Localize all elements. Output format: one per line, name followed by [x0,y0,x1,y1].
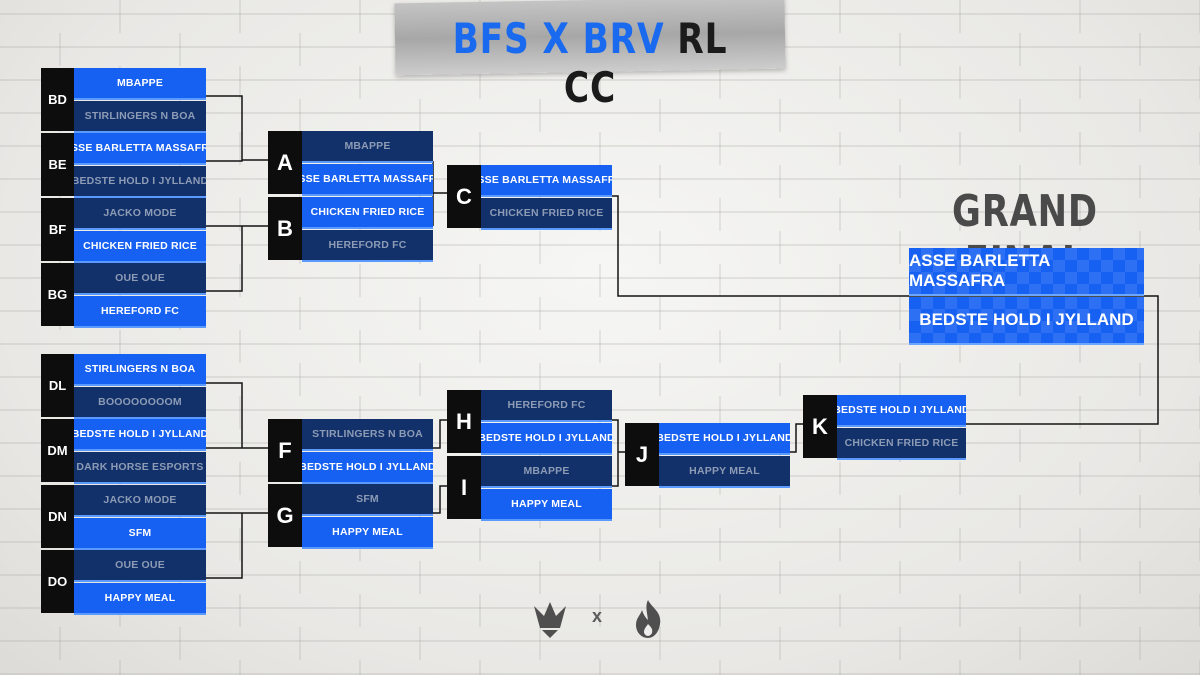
match-do: DO OUE OUE HAPPY MEAL [41,550,206,615]
match-be: BE ASSE BARLETTA MASSAFRA BEDSTE HOLD I … [41,133,206,198]
team-slot-top: JACKO MODE [74,198,206,230]
team-slot-top: BEDSTE HOLD I JYLLAND [74,419,206,451]
team-slot-bottom: STIRLINGERS N BOA [74,101,206,133]
team-slot-bottom: HAPPY MEAL [302,517,433,549]
match-tag: I [447,456,481,519]
connector-g-i [433,485,447,514]
match-bd: BD MBAPPE STIRLINGERS N BOA [41,68,206,133]
connector-j-k [790,423,803,453]
team-slot-bottom: BEDSTE HOLD I JYLLAND [302,452,433,484]
team-slot-bottom: CHICKEN FRIED RICE [837,428,966,460]
team-slot-bottom: BEDSTE HOLD I JYLLAND [481,423,612,455]
team-slot-top: ASSE BARLETTA MASSAFRA [481,165,612,197]
title-part-dark: RL CC [563,14,728,112]
connector-f-h [433,419,447,449]
team-slot-top: BEDSTE HOLD I JYLLAND [837,395,966,427]
match-f: F STIRLINGERS N BOA BEDSTE HOLD I JYLLAN… [268,419,433,484]
match-tag: BG [41,263,74,326]
connector-bf-bg-b [206,225,268,292]
team-slot-bottom: SFM [74,518,206,550]
team-slot-bottom: BOOOOOOOOM [74,387,206,419]
match-tag: DO [41,550,74,613]
match-dl: DL STIRLINGERS N BOA BOOOOOOOOM [41,354,206,419]
team-slot-bottom: HAPPY MEAL [659,456,790,488]
team-slot-top: MBAPPE [74,68,206,100]
team-slot-top: OUE OUE [74,263,206,295]
match-c: C ASSE BARLETTA MASSAFRA CHICKEN FRIED R… [447,165,612,230]
match-tag: BE [41,133,74,196]
match-g: G SFM HAPPY MEAL [268,484,433,549]
match-i: I MBAPPE HAPPY MEAL [447,456,612,521]
match-tag: G [268,484,302,547]
team-slot-top: BEDSTE HOLD I JYLLAND [659,423,790,455]
team-slot-top: STIRLINGERS N BOA [74,354,206,386]
team-slot-top: HEREFORD FC [481,390,612,422]
logo-separator: x [592,606,603,626]
match-tag: BF [41,198,74,261]
team-slot-top: JACKO MODE [74,485,206,517]
team-slot-bottom: CHICKEN FRIED RICE [481,198,612,230]
team-slot-bottom: HEREFORD FC [302,230,433,262]
match-tag: B [268,197,302,260]
team-slot-top: SFM [302,484,433,516]
match-tag: DL [41,354,74,417]
match-h: H HEREFORD FC BEDSTE HOLD I JYLLAND [447,390,612,455]
match-tag: H [447,390,481,453]
team-slot-top: MBAPPE [302,131,433,163]
crown-logo-icon [534,602,566,638]
connector-h-i-j [612,419,625,487]
team-slot-bottom: DARK HORSE ESPORTS [74,452,206,484]
team-slot-top: CHICKEN FRIED RICE [302,197,433,229]
team-slot-top: STIRLINGERS N BOA [302,419,433,451]
match-a: A MBAPPE ASSE BARLETTA MASSAFRA [268,131,433,196]
team-slot-bottom: BEDSTE HOLD I JYLLAND [74,166,206,198]
team-slot-top: OUE OUE [74,550,206,582]
connector-dl-dm-f [206,382,268,449]
sponsor-logos: x [530,598,670,642]
title-part-blue: BFS X BRV [452,14,665,63]
match-tag: DM [41,419,74,482]
team-slot-bottom: HEREFORD FC [74,296,206,328]
page-title: BFS X BRV RL CC [430,14,750,112]
match-tag: J [625,423,659,486]
match-j: J BEDSTE HOLD I JYLLAND HAPPY MEAL [625,423,790,488]
match-tag: DN [41,485,74,548]
grand-final-team-bottom: BEDSTE HOLD I JYLLAND [909,297,1144,345]
connector-bd-be-a [206,95,268,162]
match-tag: K [803,395,837,458]
flame-logo-icon [636,600,661,638]
match-dn: DN JACKO MODE SFM [41,485,206,550]
team-slot-top: ASSE BARLETTA MASSAFRA [74,133,206,165]
connector-c-gf [612,195,1159,425]
grand-final-team-top: ASSE BARLETTA MASSAFRA [909,248,1144,296]
match-k: K BEDSTE HOLD I JYLLAND CHICKEN FRIED RI… [803,395,966,460]
match-tag: BD [41,68,74,131]
match-b: B CHICKEN FRIED RICE HEREFORD FC [268,197,433,262]
team-slot-bottom: HAPPY MEAL [481,489,612,521]
match-tag: F [268,419,302,482]
team-slot-top: MBAPPE [481,456,612,488]
team-slot-bottom: ASSE BARLETTA MASSAFRA [302,164,433,196]
match-dm: DM BEDSTE HOLD I JYLLAND DARK HORSE ESPO… [41,419,206,484]
match-bf: BF JACKO MODE CHICKEN FRIED RICE [41,198,206,263]
team-slot-bottom: CHICKEN FRIED RICE [74,231,206,263]
connector-dn-do-g [206,512,268,579]
match-tag: C [447,165,481,228]
match-tag: A [268,131,302,194]
team-slot-bottom: HAPPY MEAL [74,583,206,615]
match-bg: BG OUE OUE HEREFORD FC [41,263,206,328]
connector-a-b-c [432,161,447,226]
